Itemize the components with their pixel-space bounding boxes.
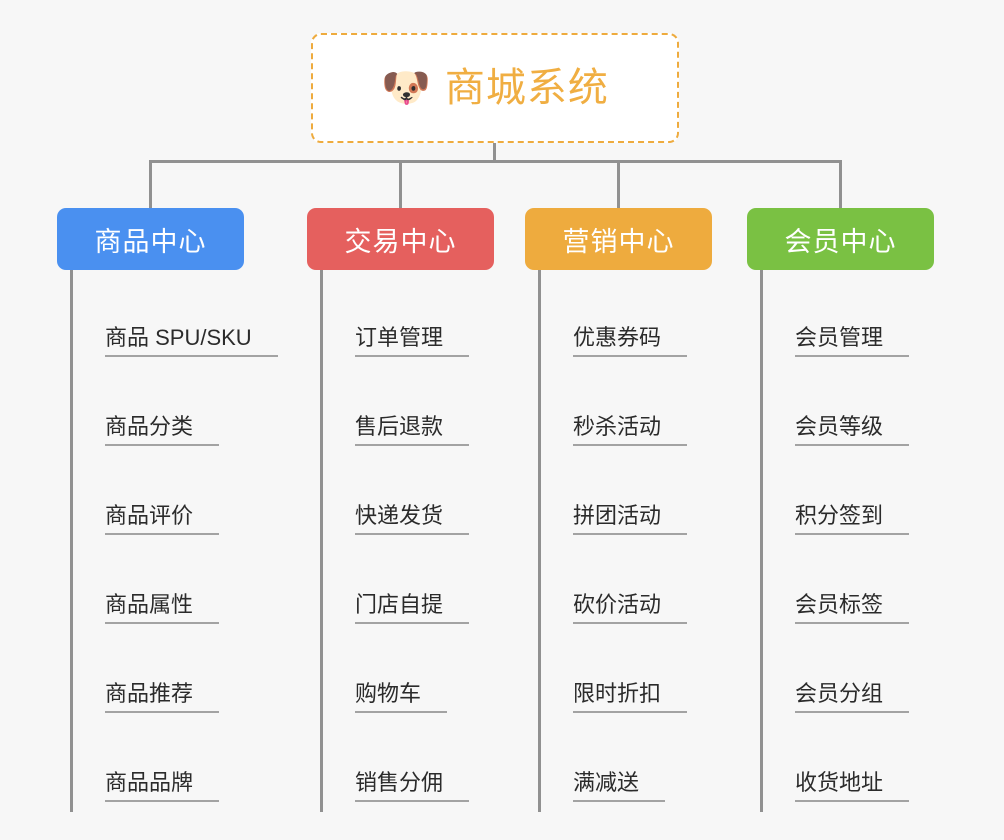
list-item[interactable]: 销售分佣	[323, 723, 494, 812]
root-node[interactable]: 🐶 商城系统	[311, 33, 679, 143]
list-item[interactable]: 限时折扣	[541, 634, 712, 723]
branch-column-2: 交易中心 订单管理 售后退款 快递发货 门店自提 购物车 销售分佣	[307, 208, 494, 812]
leaf-label: 秒杀活动	[573, 414, 688, 446]
leaf-label: 商品评价	[105, 503, 220, 535]
leaf-label: 商品推荐	[105, 681, 220, 713]
connector-drop-3	[617, 160, 620, 208]
leaf-list-2: 订单管理 售后退款 快递发货 门店自提 购物车 销售分佣	[320, 270, 494, 812]
leaf-label: 订单管理	[355, 325, 470, 357]
list-item[interactable]: 商品品牌	[73, 723, 244, 812]
leaf-label: 商品 SPU/SKU	[105, 325, 278, 357]
dog-face-icon: 🐶	[381, 66, 431, 110]
category-header-3[interactable]: 营销中心	[525, 208, 712, 270]
root-title: 商城系统	[444, 66, 609, 110]
leaf-label: 售后退款	[355, 414, 470, 446]
list-item[interactable]: 订单管理	[323, 278, 494, 367]
leaf-label: 砍价活动	[573, 592, 688, 624]
leaf-label: 销售分佣	[355, 770, 470, 802]
leaf-label: 满减送	[573, 770, 666, 802]
leaf-label: 收货地址	[795, 770, 910, 802]
leaf-label: 购物车	[355, 681, 448, 713]
list-item[interactable]: 积分签到	[763, 456, 934, 545]
list-item[interactable]: 会员分组	[763, 634, 934, 723]
list-item[interactable]: 售后退款	[323, 367, 494, 456]
list-item[interactable]: 门店自提	[323, 545, 494, 634]
connector-root-stem	[493, 143, 496, 162]
category-header-4[interactable]: 会员中心	[747, 208, 934, 270]
category-header-1[interactable]: 商品中心	[57, 208, 244, 270]
list-item[interactable]: 商品推荐	[73, 634, 244, 723]
category-header-2[interactable]: 交易中心	[307, 208, 494, 270]
list-item[interactable]: 会员等级	[763, 367, 934, 456]
connector-drop-2	[399, 160, 402, 208]
leaf-label: 商品品牌	[105, 770, 220, 802]
leaf-label: 优惠券码	[573, 325, 688, 357]
list-item[interactable]: 商品属性	[73, 545, 244, 634]
list-item[interactable]: 商品评价	[73, 456, 244, 545]
leaf-list-1: 商品 SPU/SKU 商品分类 商品评价 商品属性 商品推荐 商品品牌	[70, 270, 278, 812]
list-item[interactable]: 商品分类	[73, 367, 244, 456]
list-item[interactable]: 秒杀活动	[541, 367, 712, 456]
leaf-label: 商品属性	[105, 592, 220, 624]
leaf-label: 会员分组	[795, 681, 910, 713]
list-item[interactable]: 商品 SPU/SKU	[73, 278, 278, 367]
list-item[interactable]: 会员管理	[763, 278, 934, 367]
branch-column-3: 营销中心 优惠券码 秒杀活动 拼团活动 砍价活动 限时折扣 满减送	[525, 208, 712, 812]
connector-drop-4	[839, 160, 842, 208]
leaf-label: 商品分类	[105, 414, 220, 446]
branch-column-4: 会员中心 会员管理 会员等级 积分签到 会员标签 会员分组 收货地址	[747, 208, 934, 812]
list-item[interactable]: 砍价活动	[541, 545, 712, 634]
list-item[interactable]: 收货地址	[763, 723, 934, 812]
list-item[interactable]: 购物车	[323, 634, 494, 723]
list-item[interactable]: 优惠券码	[541, 278, 712, 367]
leaf-label: 会员标签	[795, 592, 910, 624]
leaf-label: 限时折扣	[573, 681, 688, 713]
leaf-label: 门店自提	[355, 592, 470, 624]
leaf-label: 会员管理	[795, 325, 910, 357]
list-item[interactable]: 拼团活动	[541, 456, 712, 545]
connector-drop-1	[149, 160, 152, 208]
list-item[interactable]: 会员标签	[763, 545, 934, 634]
leaf-list-3: 优惠券码 秒杀活动 拼团活动 砍价活动 限时折扣 满减送	[538, 270, 712, 812]
leaf-label: 拼团活动	[573, 503, 688, 535]
list-item[interactable]: 满减送	[541, 723, 712, 812]
list-item[interactable]: 快递发货	[323, 456, 494, 545]
leaf-label: 会员等级	[795, 414, 910, 446]
branch-column-1: 商品中心 商品 SPU/SKU 商品分类 商品评价 商品属性 商品推荐 商品品牌	[57, 208, 278, 812]
leaf-label: 快递发货	[355, 503, 470, 535]
connector-bus	[149, 160, 842, 163]
leaf-list-4: 会员管理 会员等级 积分签到 会员标签 会员分组 收货地址	[760, 270, 934, 812]
leaf-label: 积分签到	[795, 503, 910, 535]
